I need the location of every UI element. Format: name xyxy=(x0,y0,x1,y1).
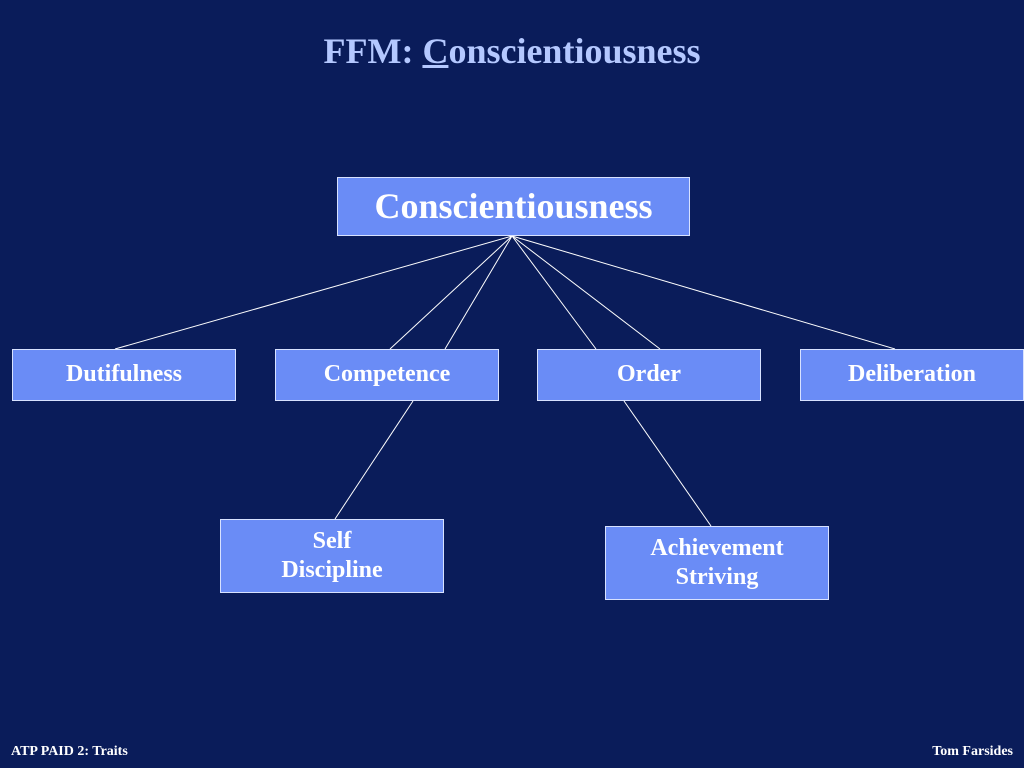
node-achievement-striving: Achievement Striving xyxy=(605,526,829,600)
connector-line xyxy=(511,235,597,350)
connector-line xyxy=(511,235,896,350)
footer-left: ATP PAID 2: Traits xyxy=(11,744,128,759)
connector-line xyxy=(334,400,414,520)
footer-right: Tom Farsides xyxy=(932,744,1013,759)
node-deliberation: Deliberation xyxy=(800,349,1024,401)
title-prefix: FFM: xyxy=(323,31,423,71)
node-self-discipline-line1: Self xyxy=(312,528,352,555)
page-title: FFM: Conscientiousness xyxy=(0,30,1024,72)
connector-line xyxy=(389,235,513,350)
connector-line xyxy=(623,400,712,527)
connector-line xyxy=(114,235,513,350)
node-achievement-striving-line1: Achievement xyxy=(650,535,784,562)
node-competence: Competence xyxy=(275,349,499,401)
node-achievement-striving-line2: Striving xyxy=(675,564,759,590)
node-self-discipline: Self Discipline xyxy=(220,519,444,593)
node-order: Order xyxy=(537,349,761,401)
node-self-discipline-line2: Discipline xyxy=(281,557,383,583)
title-rest: onscientiousness xyxy=(448,31,701,71)
title-underlined-letter: C xyxy=(422,31,449,71)
connector-line xyxy=(511,235,661,350)
connector-line xyxy=(444,235,513,350)
node-conscientiousness: Conscientiousness xyxy=(337,177,690,236)
node-dutifulness: Dutifulness xyxy=(12,349,236,401)
